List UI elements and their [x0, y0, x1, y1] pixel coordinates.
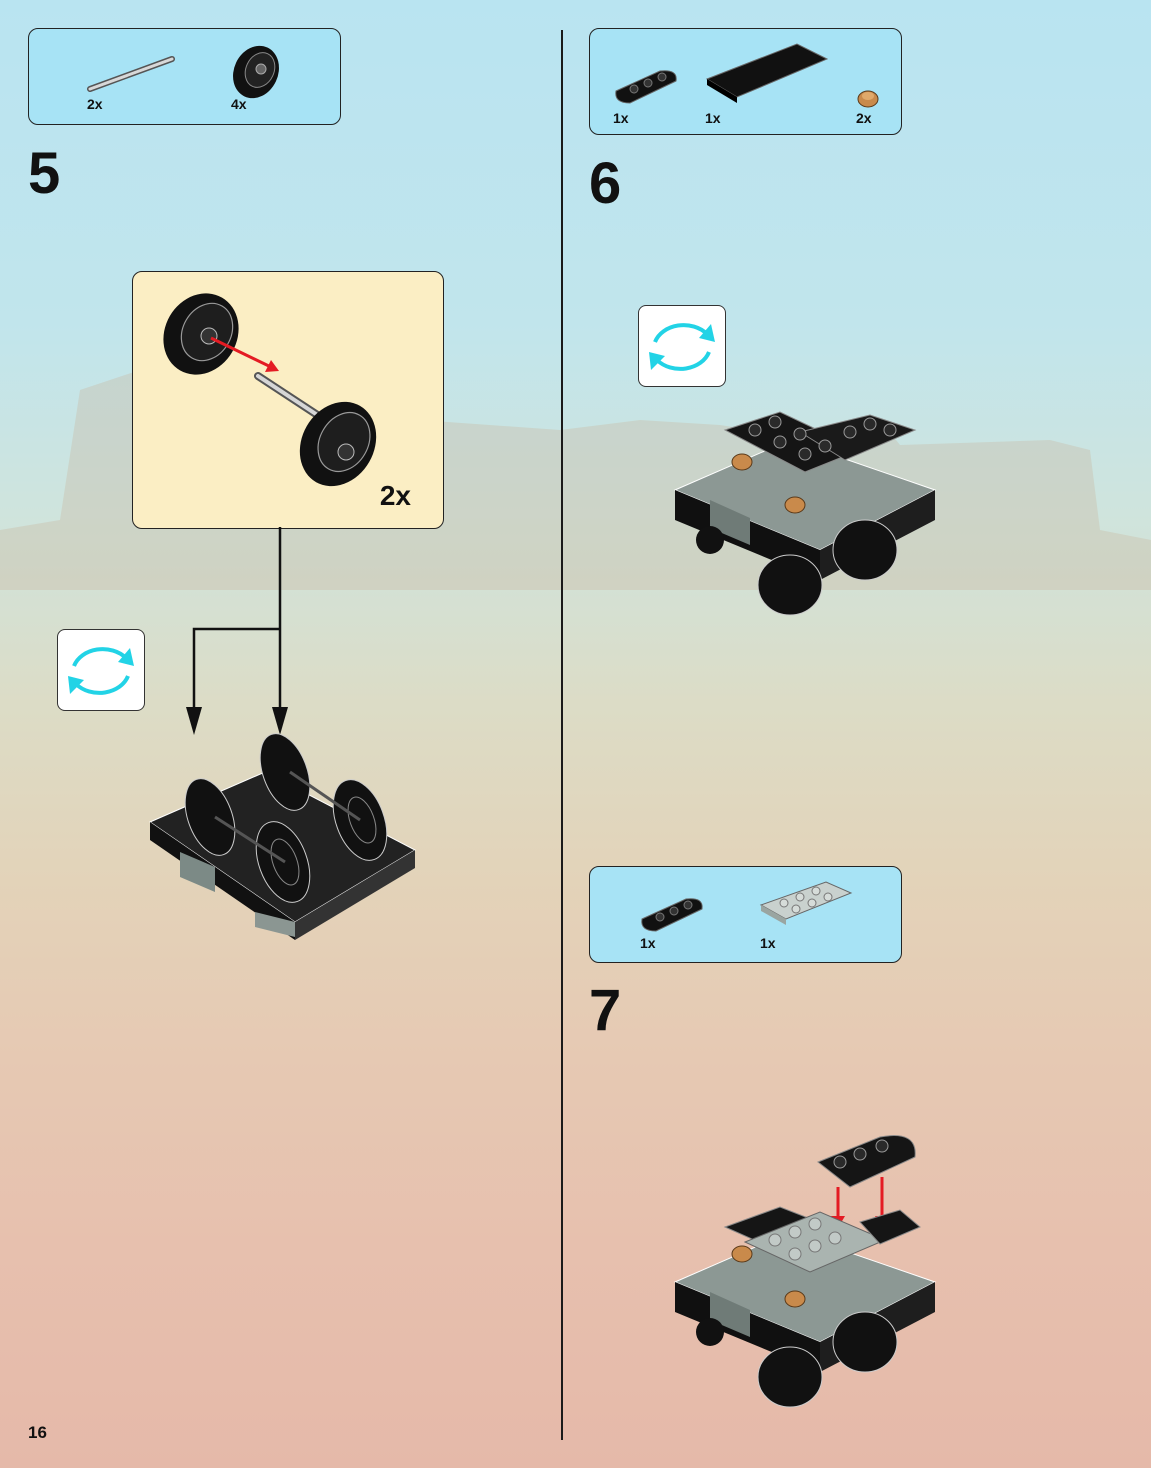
- black-round-plate-part: [636, 895, 706, 935]
- part-qty: 1x: [760, 935, 776, 951]
- parts-list-step-7: 1x 1x: [589, 866, 902, 963]
- step-6-model: [670, 410, 945, 625]
- step-number-7: 7: [589, 982, 621, 1040]
- wheel-part: [229, 42, 284, 102]
- part-qty: 1x: [640, 935, 656, 951]
- tan-round-stud-part: [856, 87, 880, 109]
- black-round-plate-part: [610, 67, 680, 107]
- subassembly-callout: 2x: [132, 271, 444, 529]
- part-qty: 1x: [705, 110, 721, 126]
- column-divider: [561, 30, 563, 1440]
- axle-qty: 2x: [87, 96, 103, 112]
- callout-arrows: [180, 527, 300, 767]
- parts-list-step-5: 2x 4x: [28, 28, 341, 125]
- light-gray-plate-part: [756, 877, 856, 927]
- page-number: 16: [28, 1423, 47, 1443]
- step-7-model: [670, 1132, 950, 1417]
- step-number-6: 6: [589, 155, 621, 213]
- part-qty: 2x: [856, 110, 872, 126]
- black-long-plate-part: [702, 39, 832, 104]
- wheel-qty: 4x: [231, 96, 247, 112]
- rotate-model-icon: [57, 629, 145, 711]
- callout-qty: 2x: [380, 480, 411, 512]
- step-number-5: 5: [28, 145, 60, 203]
- part-qty: 1x: [613, 110, 629, 126]
- step-5-model: [145, 732, 420, 942]
- rotate-model-icon: [638, 305, 726, 387]
- parts-list-step-6: 1x 1x 2x: [589, 28, 902, 135]
- axle-part: [87, 54, 177, 94]
